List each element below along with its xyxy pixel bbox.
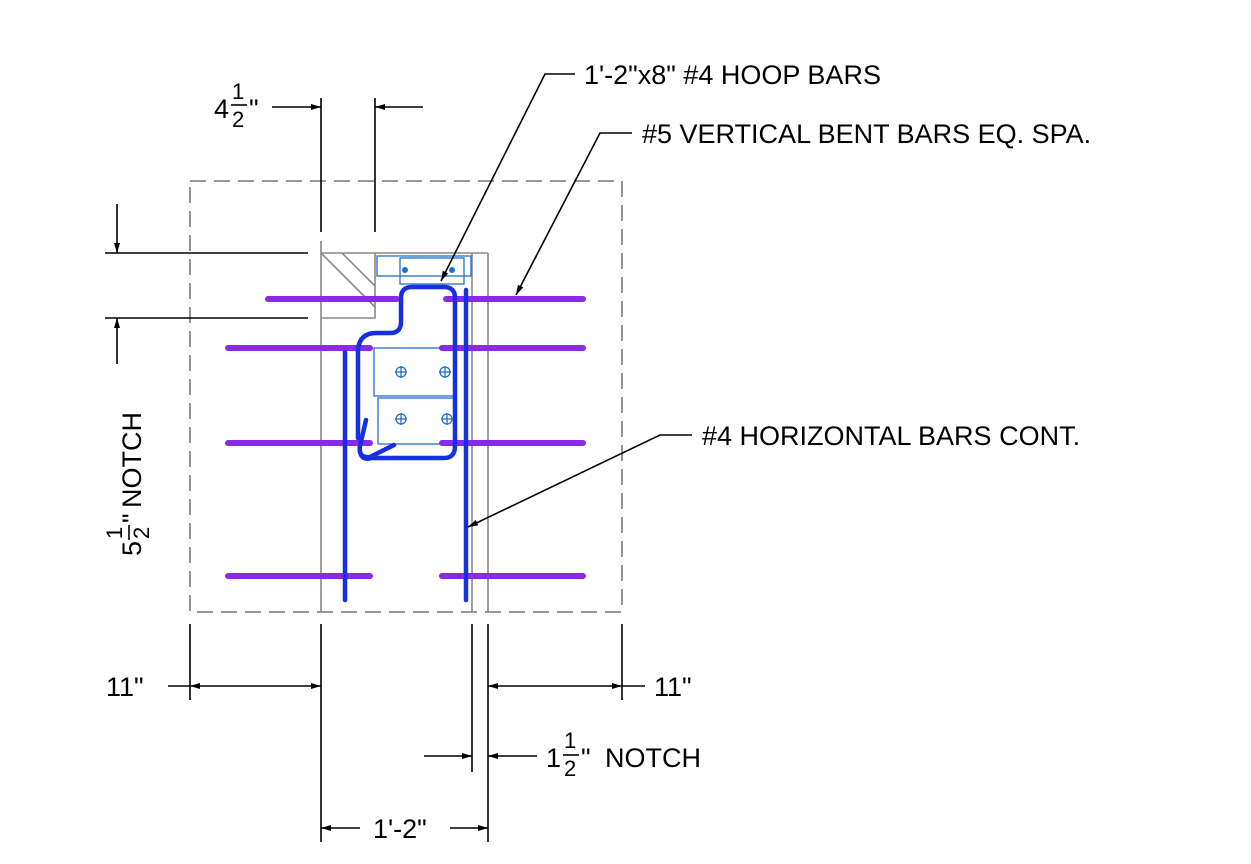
hoop-and-horizontal-bars <box>342 284 469 603</box>
vertical-bent-bars <box>225 296 586 579</box>
label-hoop-bars: 1'-2"x8" #4 HOOP BARS <box>584 60 881 90</box>
dim-right-offset-label: 11" <box>654 672 692 702</box>
dim-notch-width-num: 1 <box>564 728 576 753</box>
dim-left-offset: 11" <box>106 672 321 702</box>
label-vertical-bent-bars: #5 VERTICAL BENT BARS EQ. SPA. <box>642 119 1091 149</box>
dim-notch-width: 1 1 2 " NOTCH <box>424 728 701 781</box>
member-outline <box>320 241 489 612</box>
dim-notch-depth-whole: 5 <box>117 541 147 556</box>
dim-notch-width-unit: " <box>581 743 591 773</box>
dim-notch-depth-unit: " <box>117 513 147 523</box>
dim-right-offset: 11" <box>488 672 692 702</box>
dim-notch-depth-num: 1 <box>102 527 127 539</box>
label-horizontal-bars: #4 HORIZONTAL BARS CONT. <box>702 421 1080 451</box>
dim-notch-depth-suffix: NOTCH <box>117 412 147 508</box>
dim-left-offset-label: 11" <box>106 672 144 702</box>
dim-notch-depth: 5 1 2 " NOTCH <box>102 204 308 556</box>
dim-top-width: 4 1 2 " <box>214 79 423 232</box>
dim-top-whole: 4 <box>214 94 229 124</box>
outer-dashed-outline <box>189 180 623 613</box>
dim-top-unit: " <box>249 94 259 124</box>
dim-notch-width-den: 2 <box>564 756 576 781</box>
leaders <box>440 73 692 528</box>
dim-notch-depth-den: 2 <box>129 527 154 539</box>
dim-top-den: 2 <box>232 107 244 132</box>
dim-bottom-width: 1'-2" <box>321 814 488 844</box>
dim-extension-lines-bottom <box>189 624 623 842</box>
dim-top-num: 1 <box>232 79 244 104</box>
dim-bottom-width-label: 1'-2" <box>373 814 427 844</box>
dim-notch-width-suffix: NOTCH <box>605 743 701 773</box>
dim-notch-width-whole: 1 <box>546 743 561 773</box>
